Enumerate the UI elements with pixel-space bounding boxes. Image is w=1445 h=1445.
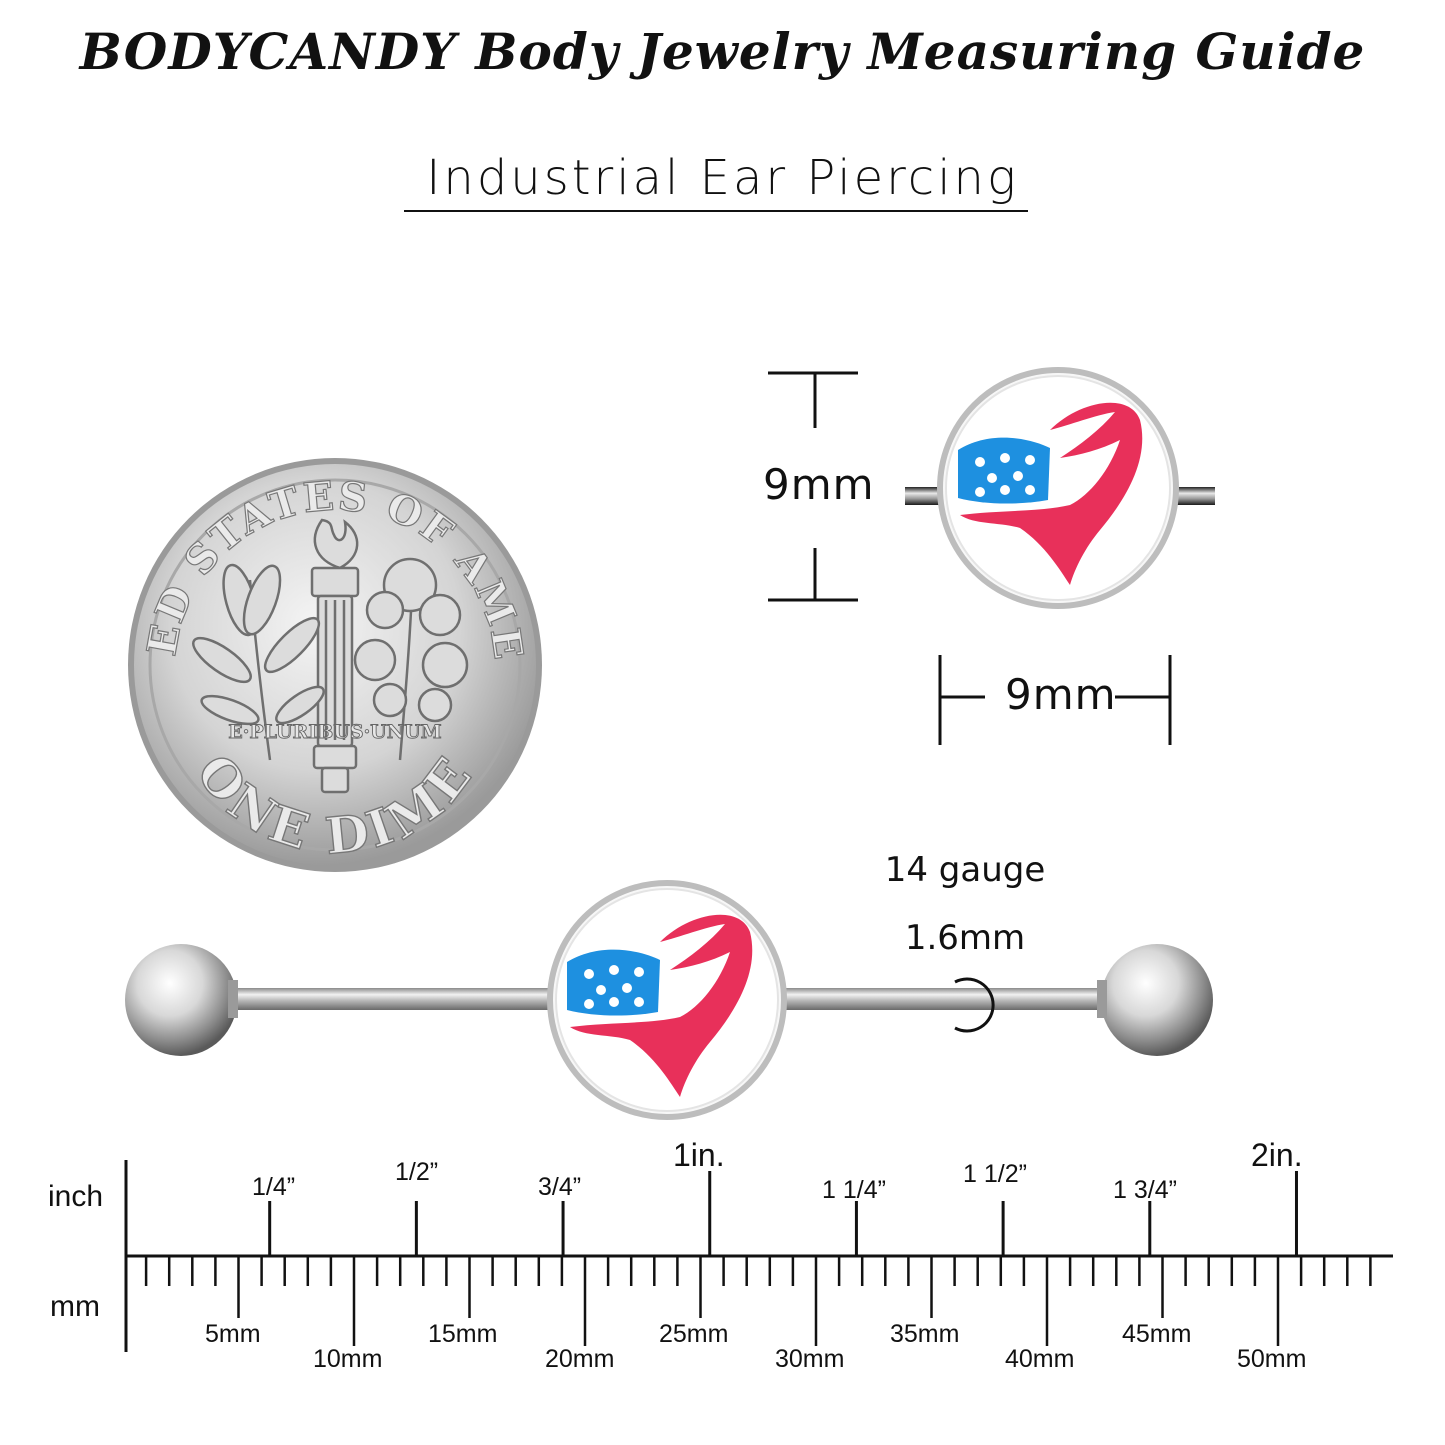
right-ball-joint xyxy=(1097,980,1107,1018)
mm-mark-label: 25mm xyxy=(659,1320,729,1348)
flag-heart-icon-main xyxy=(567,914,753,1097)
inch-mark-label: 1 1/4” xyxy=(822,1176,886,1204)
inch-mark-label: 1/4” xyxy=(252,1173,296,1201)
width-dimension-marker xyxy=(938,655,1172,745)
page-subtitle: Industrial Ear Piercing xyxy=(426,150,1019,206)
olive-branch-icon xyxy=(192,563,325,761)
mm-mark-label: 45mm xyxy=(1122,1320,1192,1348)
torch-icon xyxy=(310,518,360,794)
gauge-mm-label: 1.6mm xyxy=(904,918,1026,958)
barbell-right-ball xyxy=(1101,944,1213,1056)
inch-mark-label: 1 1/2” xyxy=(963,1160,1027,1188)
page-title: BODYCANDY Body Jewelry Measuring Guide xyxy=(79,22,1366,81)
mm-mark-label: 40mm xyxy=(1005,1345,1075,1373)
dime-motto: E·PLURIBUS·UNUM xyxy=(228,721,441,743)
subtitle-underline xyxy=(404,210,1028,212)
inch-mark-label: 2in. xyxy=(1251,1137,1303,1173)
ruler-mm-ticks xyxy=(144,1256,1372,1346)
mm-mark-label: 5mm xyxy=(205,1320,261,1348)
mm-mark-label: 35mm xyxy=(890,1320,960,1348)
mm-mark-label: 20mm xyxy=(545,1345,615,1373)
height-dimension-label: 9mm xyxy=(763,460,875,509)
inch-mark-label: 3/4” xyxy=(538,1173,582,1201)
dime-inner-ring xyxy=(148,478,522,852)
dime-coin: UNITED STATES OF AMERICA ONE DIME xyxy=(0,0,542,872)
ruler xyxy=(124,1160,1393,1352)
oak-branch-icon xyxy=(353,557,469,761)
height-dimension-marker xyxy=(768,371,858,602)
gauge-label: 14 gauge xyxy=(884,850,1046,890)
inch-mark-label: 1/2” xyxy=(395,1158,439,1186)
mm-mark-label: 50mm xyxy=(1237,1345,1307,1373)
barbell-left-ball xyxy=(125,944,237,1056)
ruler-inch-axis-label: inch xyxy=(48,1180,104,1213)
inch-mark-label: 1in. xyxy=(673,1137,725,1173)
width-dimension-label: 9mm xyxy=(1005,670,1117,719)
ruler-mm-axis-label: mm xyxy=(50,1290,100,1323)
inch-mark-label: 1 3/4” xyxy=(1113,1176,1177,1204)
mm-mark-label: 30mm xyxy=(775,1345,845,1373)
flag-heart-icon xyxy=(958,402,1143,585)
gauge-bracket-icon xyxy=(954,977,995,1033)
industrial-barbell xyxy=(125,880,1213,1120)
left-ball-joint xyxy=(228,980,238,1018)
ruler-inch-ticks xyxy=(268,1171,1298,1256)
mm-mark-label: 10mm xyxy=(313,1345,383,1373)
mm-mark-label: 15mm xyxy=(428,1320,498,1348)
top-jewelry-preview xyxy=(905,367,1215,609)
